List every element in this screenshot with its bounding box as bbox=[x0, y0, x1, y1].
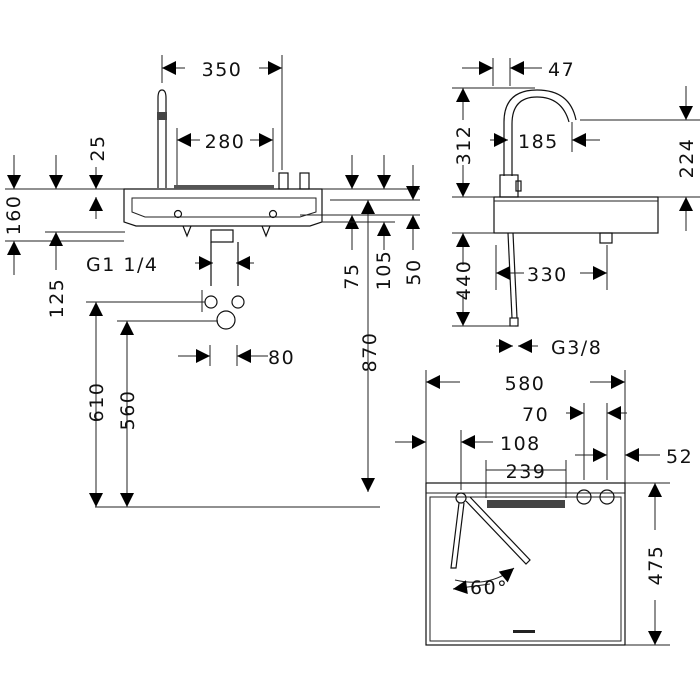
plan-handle-right bbox=[599, 489, 615, 505]
dim-height-560: 560 bbox=[117, 390, 139, 431]
side-spout bbox=[503, 89, 577, 176]
front-supply-block bbox=[210, 229, 234, 243]
dim-plan-width: 580 bbox=[505, 373, 546, 395]
dim-side-thread: G3/8 bbox=[551, 337, 602, 359]
dim-front-left-lower: 125 bbox=[46, 278, 68, 319]
dim-front-thread: G1 1/4 bbox=[86, 254, 158, 276]
plan-overflow-grate bbox=[487, 500, 565, 508]
plan-drain-slot bbox=[513, 630, 535, 633]
front-drain bbox=[216, 310, 236, 330]
front-basin-rim bbox=[174, 185, 274, 189]
dim-side-spout-reach: 185 bbox=[518, 131, 559, 153]
dim-side-right-height: 224 bbox=[676, 138, 698, 179]
side-tap-body bbox=[499, 174, 519, 198]
dim-front-right-75: 75 bbox=[341, 262, 363, 289]
dim-swivel-angle: 60° bbox=[470, 577, 508, 599]
side-basin-outline bbox=[493, 196, 659, 234]
front-spout bbox=[157, 89, 167, 188]
front-view: 350 280 25 160 125 G1 1/4 bbox=[3, 55, 425, 508]
front-handle-right bbox=[299, 172, 310, 190]
front-overflow-right bbox=[268, 209, 278, 219]
dim-front-left-height: 160 bbox=[3, 195, 25, 236]
dim-height-610: 610 bbox=[86, 382, 108, 423]
side-view: 47 312 185 224 440 330 G3/8 bbox=[452, 58, 700, 359]
dim-side-lower-height: 440 bbox=[453, 260, 475, 301]
dim-side-spout-height: 312 bbox=[453, 125, 475, 166]
dim-plan-52: 52 bbox=[666, 446, 693, 468]
dim-front-width: 350 bbox=[202, 59, 243, 81]
front-overflow-left bbox=[173, 209, 183, 219]
dim-height-870: 870 bbox=[359, 332, 381, 373]
side-supply-end bbox=[509, 317, 519, 327]
dim-connection-spacing: 80 bbox=[268, 347, 295, 369]
dim-front-top-height: 25 bbox=[87, 134, 109, 161]
dim-plan-70: 70 bbox=[522, 404, 549, 426]
plan-basin-outline bbox=[425, 482, 626, 646]
front-handle-left bbox=[278, 172, 289, 190]
dim-plan-108: 108 bbox=[500, 433, 541, 455]
front-connection-right bbox=[231, 295, 245, 309]
plan-spout-pivot bbox=[455, 492, 467, 504]
front-basin-outline bbox=[123, 188, 323, 227]
dim-front-right-50: 50 bbox=[403, 258, 425, 285]
dim-plan-239: 239 bbox=[506, 461, 547, 483]
plan-handle-left bbox=[576, 489, 592, 505]
dim-plan-depth: 475 bbox=[645, 545, 667, 586]
plan-view: 60° 580 70 108 52 239 475 bbox=[395, 370, 693, 646]
dim-side-spout-offset: 47 bbox=[548, 59, 575, 81]
front-connection-left bbox=[204, 295, 218, 309]
dim-side-depth: 330 bbox=[527, 264, 568, 286]
dim-front-right-105: 105 bbox=[373, 250, 395, 291]
dim-front-spacing: 280 bbox=[205, 131, 246, 153]
